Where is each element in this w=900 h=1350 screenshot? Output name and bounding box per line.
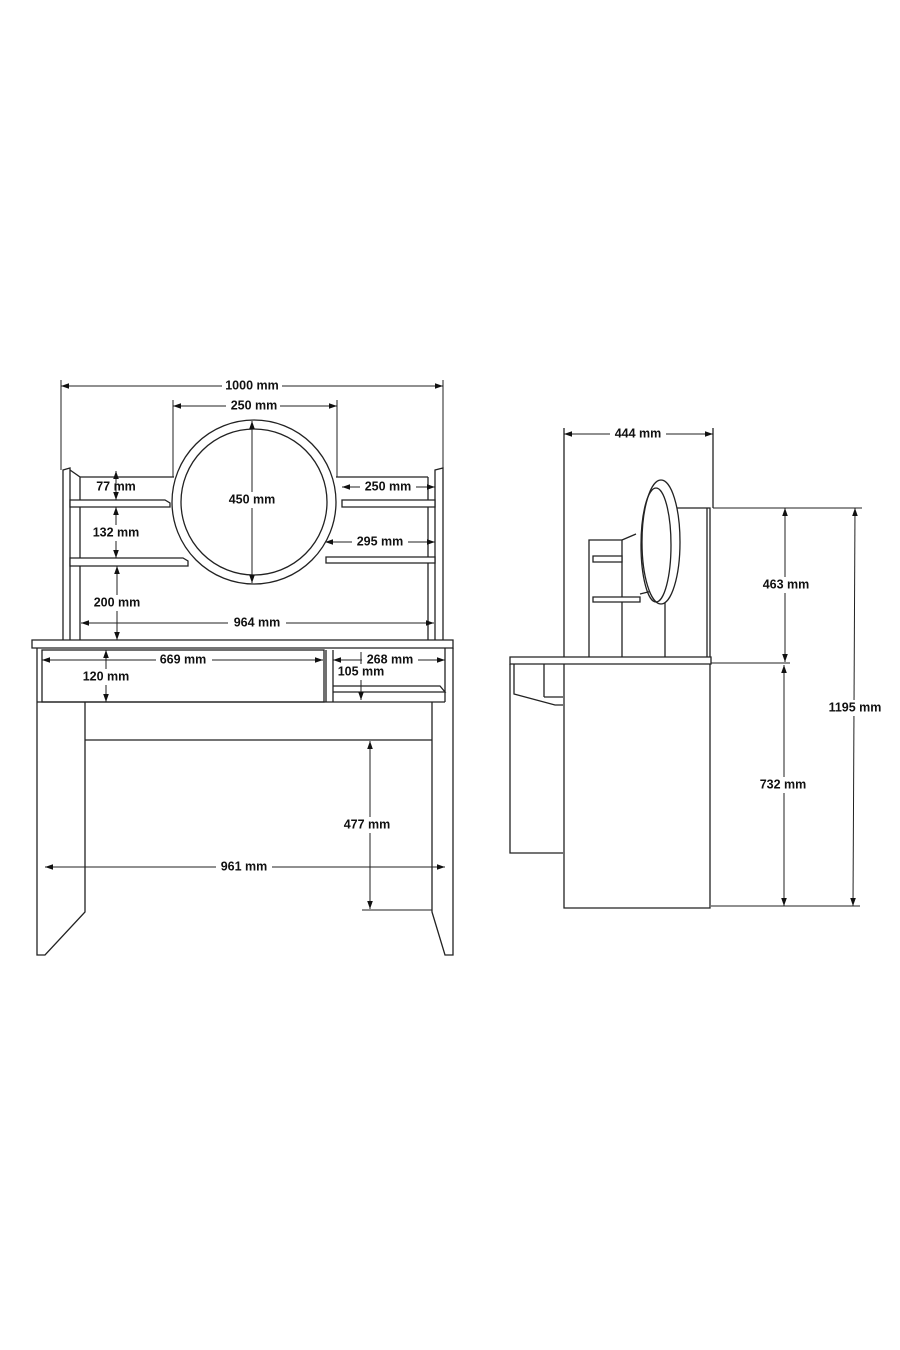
furniture-side-outline <box>509 428 714 909</box>
dim-right-lower-shelf: 295 mm <box>357 534 404 548</box>
dim-leg-span: 961 mm <box>221 859 268 873</box>
dim-upper-height: 463 mm <box>763 577 810 591</box>
dim-right-top-shelf: 250 mm <box>365 479 412 493</box>
dim-drawer-width: 669 mm <box>160 652 207 666</box>
dim-knee-height: 477 mm <box>344 817 391 831</box>
dim-depth: 444 mm <box>615 426 662 440</box>
dim-compartment-height: 105 mm <box>338 664 385 678</box>
dim-lower-shelf-height: 200 mm <box>94 595 141 609</box>
dim-total-height: 1195 mm <box>829 700 882 714</box>
mirror-side <box>641 479 681 605</box>
dim-compartment-width: 268 mm <box>367 652 414 666</box>
dim-mirror-diameter: 450 mm <box>229 492 276 506</box>
dim-top-shelf-gap: 77 mm <box>96 479 136 493</box>
dim-overall-width: 1000 mm <box>225 378 279 392</box>
dim-drawer-height: 120 mm <box>83 669 130 683</box>
dim-mirror-width: 250 mm <box>231 398 278 412</box>
dim-shelf-spacing: 132 mm <box>93 525 140 539</box>
front-view: 1000 mm 250 mm 450 mm 77 mm 132 mm 200 m… <box>31 378 454 956</box>
side-view: 444 mm 463 mm 732 mm 1195 mm <box>509 426 886 909</box>
dim-desk-height: 732 mm <box>760 777 807 791</box>
dim-inner-width: 964 mm <box>234 615 281 629</box>
